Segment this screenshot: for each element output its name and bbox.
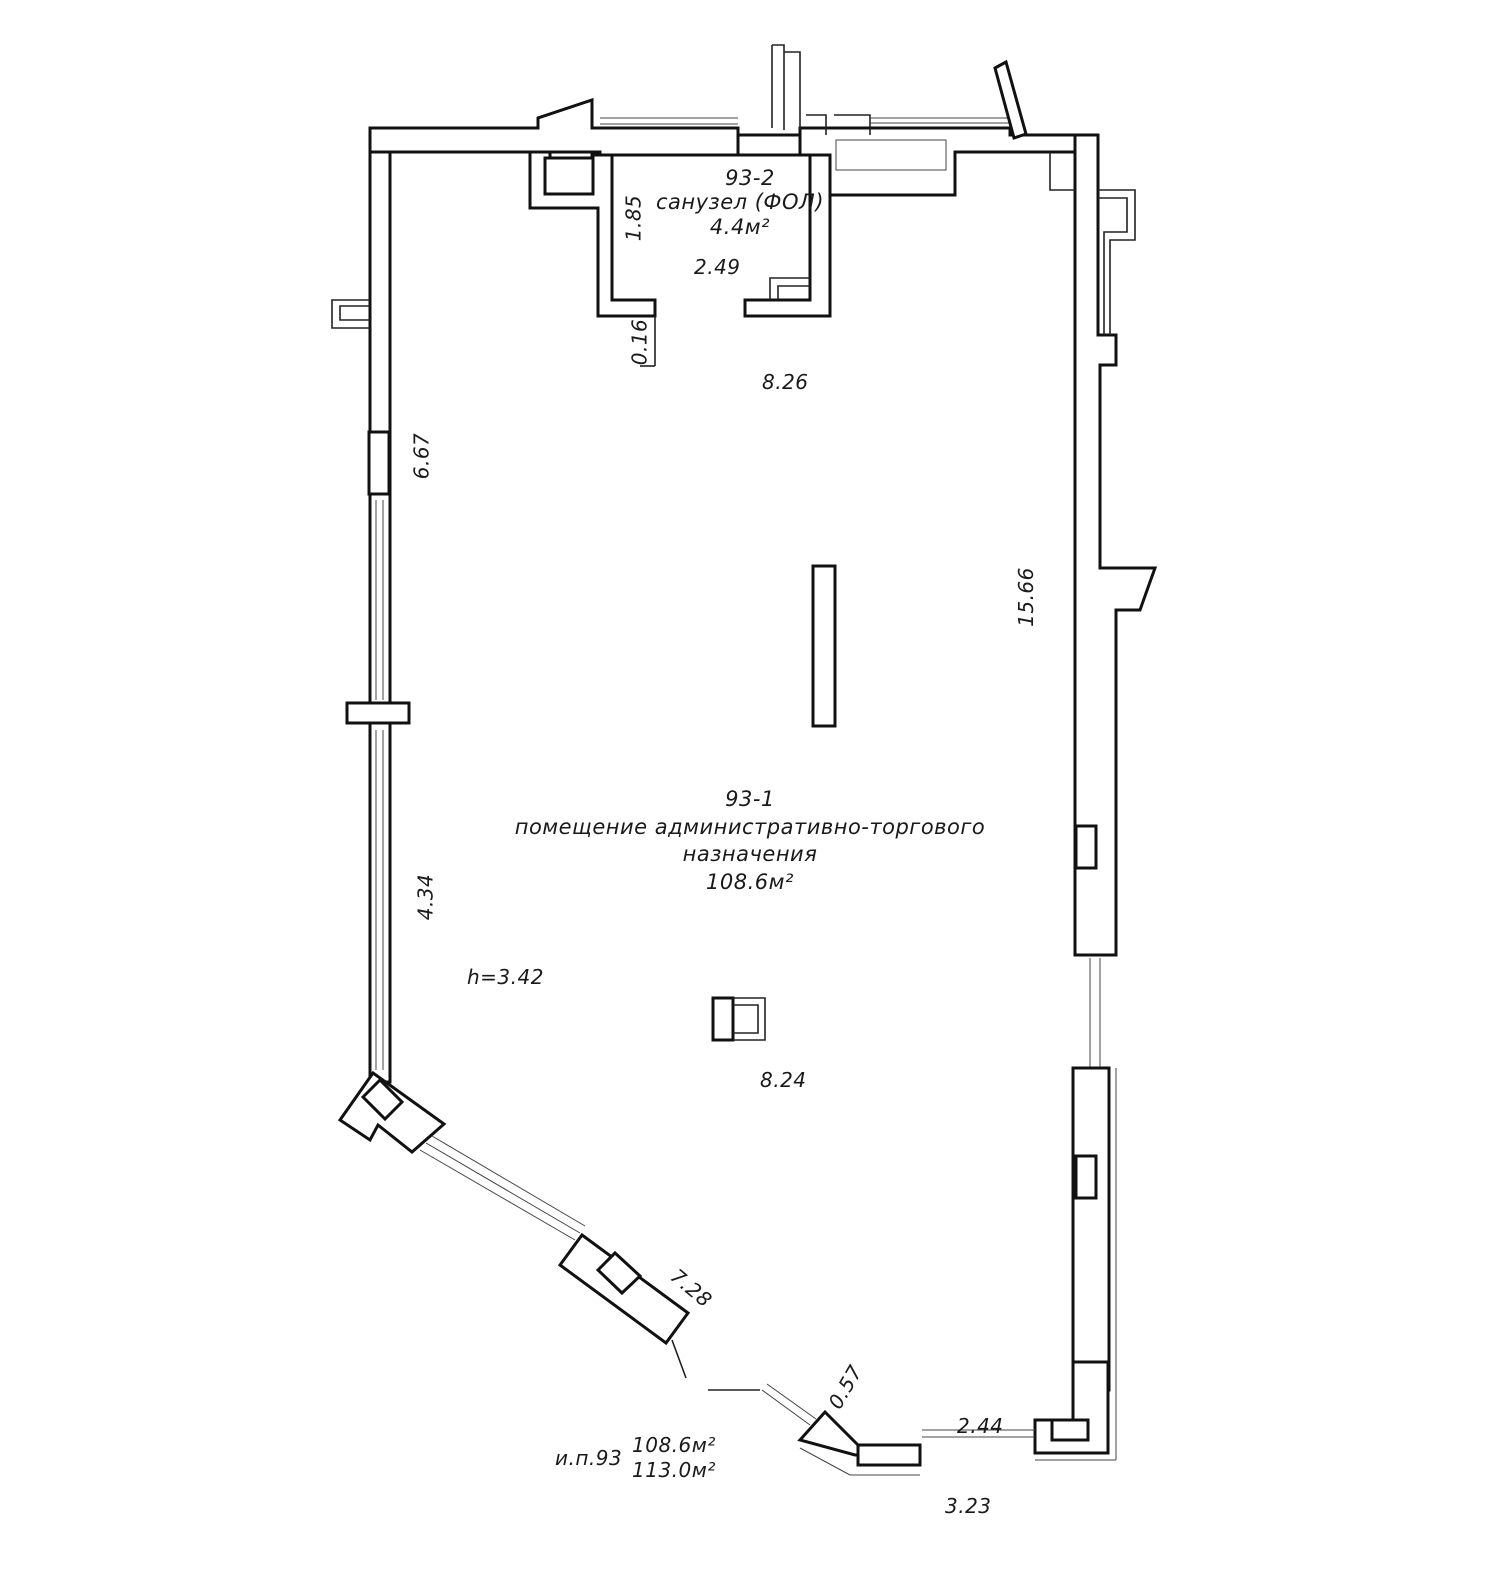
dim-right-length: 15.66	[1013, 567, 1038, 627]
dim-bathroom-depth: 1.85	[621, 194, 646, 242]
unit-area-total: 108.6м²	[632, 1433, 716, 1457]
room-93-2-code: 93-2	[725, 166, 775, 190]
dim-top-width: 8.26	[762, 370, 809, 394]
unit-label: и.п.93	[555, 1446, 623, 1470]
dim-bottom-outer: 3.23	[945, 1494, 992, 1518]
right-wall	[1049, 133, 1158, 1392]
interior-elements	[711, 564, 837, 1042]
dim-bottom-inner: 2.44	[957, 1414, 1004, 1438]
room-93-2-name: санузел (ФОЛ)	[655, 190, 825, 214]
dim-left-upper: 6.67	[409, 432, 434, 480]
dim-mid-width: 8.24	[760, 1068, 807, 1092]
bottom-right-corner	[922, 1360, 1117, 1461]
room-93-1-code: 93-1	[725, 787, 775, 811]
bathroom-walls	[528, 150, 832, 367]
dim-left-lower: 4.34	[413, 873, 438, 921]
room-93-2-area: 4.4м²	[709, 215, 771, 239]
room-93-1-area: 108.6м²	[706, 870, 794, 894]
bottom-angle-section	[708, 1383, 922, 1476]
diagonal-glass-wall	[419, 1135, 691, 1379]
dim-bathroom-width: 2.49	[694, 255, 741, 279]
left-corner-block	[337, 1070, 447, 1154]
room-93-1-name-line1: помещение административно-торгового	[514, 815, 986, 839]
ceiling-height: h=3.42	[467, 965, 544, 989]
dim-door-offset: 0.16	[627, 318, 652, 366]
unit-area-extra: 113.0м²	[632, 1458, 716, 1482]
left-wall	[331, 150, 411, 1084]
room-93-1-name-line2: назначения	[682, 842, 818, 866]
